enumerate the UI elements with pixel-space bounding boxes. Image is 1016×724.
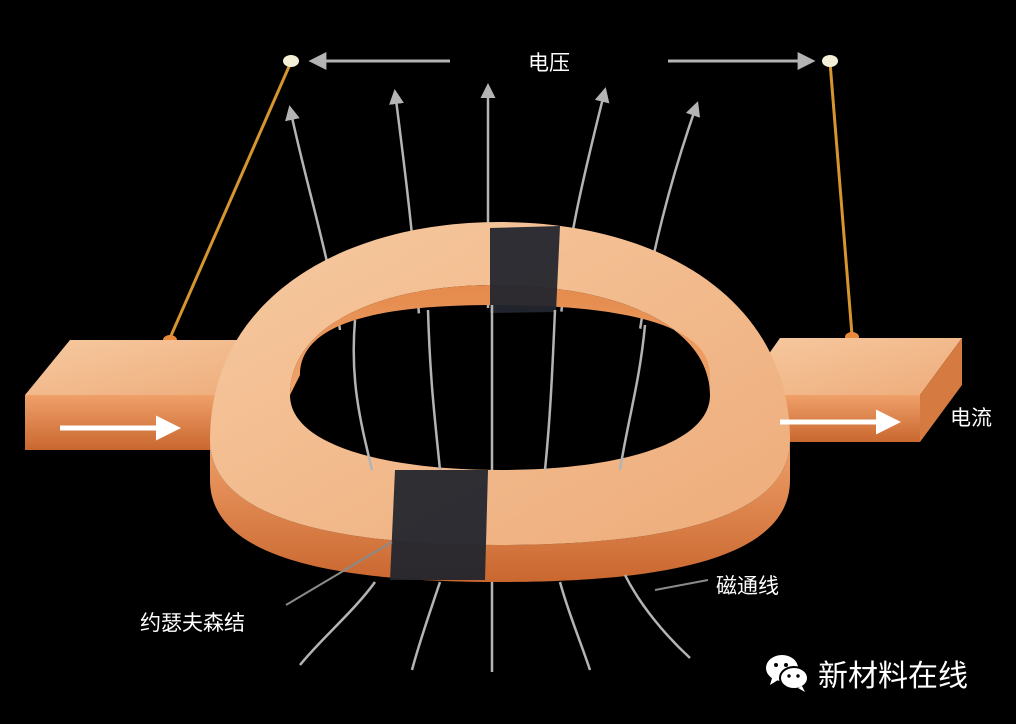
flux-leader (654, 579, 709, 591)
junction-front (390, 470, 488, 580)
flux-line (426, 309, 442, 471)
superconducting-ring (25, 222, 962, 582)
watermark-text: 新材料在线 (818, 659, 968, 694)
leader-lines (285, 541, 709, 606)
junction-back (490, 226, 560, 313)
terminal-left (283, 55, 299, 67)
input-tab-side (25, 395, 215, 450)
input-tab-top (25, 340, 270, 395)
flux-line (352, 319, 374, 471)
flux-line (299, 581, 377, 666)
flux-line (558, 581, 592, 671)
watermark: 新材料在线 (764, 651, 968, 695)
ring-top-surface (210, 222, 790, 545)
junction-leader (285, 541, 393, 606)
flux-lines-label: 磁通线 (716, 574, 779, 598)
current-label: 电流 (950, 406, 992, 430)
lead-wire-right (828, 61, 854, 336)
terminal-right (822, 55, 838, 67)
output-tab-end (920, 338, 962, 442)
ring-hole (300, 308, 705, 466)
ring-outer-wall (210, 440, 790, 582)
flux-line (543, 309, 557, 471)
voltage-label: 电压 (528, 51, 570, 75)
flux-line (623, 574, 691, 659)
current-arrows (60, 409, 901, 441)
output-tab-top (740, 338, 962, 395)
wechat-icon (766, 655, 809, 692)
flux-lines-hole (352, 305, 647, 471)
lead-wire-left (168, 61, 293, 339)
flux-lines-lower (299, 574, 691, 672)
flux-line (618, 324, 647, 471)
josephson-junction-label: 约瑟夫森结 (140, 611, 245, 635)
flux-line (410, 581, 442, 671)
